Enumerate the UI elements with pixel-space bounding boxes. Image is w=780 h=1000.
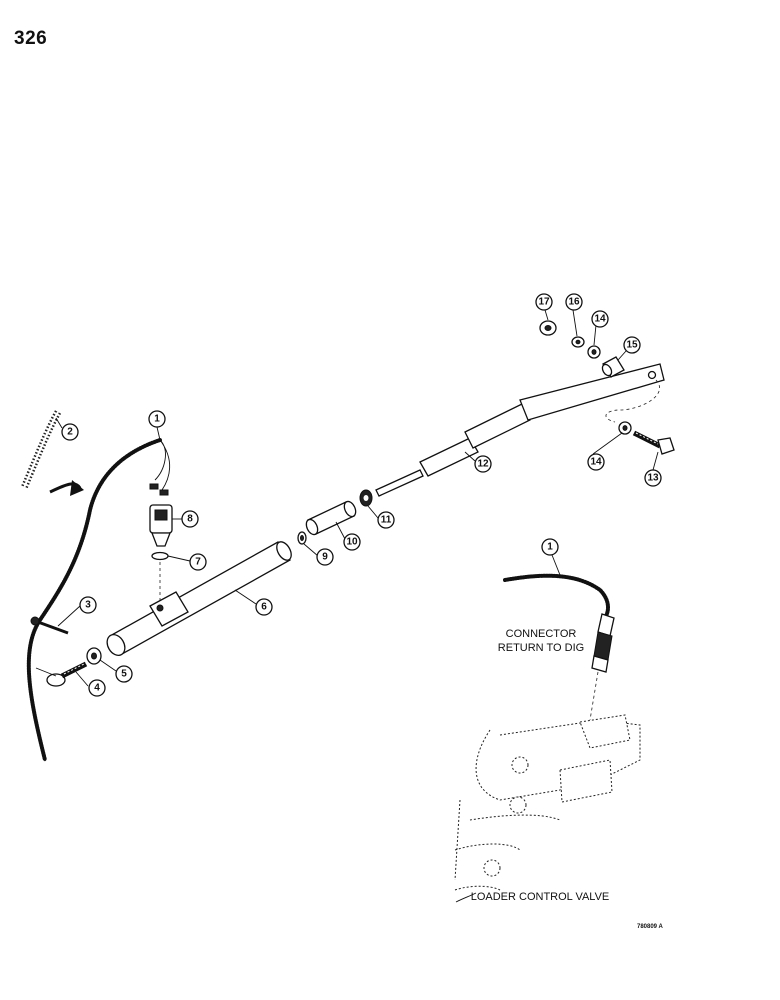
wire-harness-right	[503, 573, 610, 618]
callout-number: 1	[154, 414, 160, 425]
callout-number: 1	[547, 542, 553, 553]
callout-13: 13	[644, 469, 662, 487]
callout-8: 8	[181, 510, 199, 528]
loader-control-valve	[454, 714, 641, 891]
callout-4: 4	[88, 679, 106, 697]
o-ring	[151, 551, 169, 561]
callout-number: 16	[568, 297, 580, 308]
tube	[106, 541, 292, 656]
callout-number: 14	[590, 457, 602, 468]
washer-14-lower	[618, 421, 632, 435]
callout-14-upper: 14	[591, 310, 609, 328]
connector-label-line2: RETURN TO DIG	[498, 642, 584, 654]
callout-number: 13	[647, 473, 659, 484]
callout-14-lower: 14	[587, 453, 605, 471]
callout-number: 15	[626, 340, 638, 351]
wire-harness	[26, 438, 171, 762]
callout-number: 3	[85, 600, 91, 611]
callout-number: 17	[538, 297, 550, 308]
page-number: 326	[14, 28, 48, 49]
callout-leaders	[55, 309, 659, 687]
reference-code: 780809 A	[637, 924, 663, 930]
connector-label-line1: CONNECTOR	[506, 628, 577, 640]
callout-12: 12	[474, 455, 492, 473]
callout-number: 6	[261, 602, 267, 613]
callout-number: 14	[594, 314, 606, 325]
callout-2: 2	[61, 423, 79, 441]
switch	[149, 504, 173, 547]
sleeve	[305, 500, 357, 536]
callout-number: 4	[94, 683, 100, 694]
lock-washer	[571, 336, 585, 348]
conduit	[20, 410, 84, 496]
eye-bolt	[46, 661, 88, 687]
callout-5: 5	[115, 665, 133, 683]
callout-number: 11	[381, 515, 392, 526]
callout-3: 3	[79, 596, 97, 614]
callout-number: 8	[187, 514, 193, 525]
callout-15: 15	[623, 336, 641, 354]
callout-number: 7	[195, 557, 201, 568]
valve-label: LOADER CONTROL VALVE	[471, 891, 610, 903]
nut-17	[539, 320, 557, 336]
callout-7: 7	[189, 553, 207, 571]
callout-number: 12	[477, 459, 489, 470]
callout-number: 10	[346, 537, 358, 548]
nut-11	[359, 489, 373, 507]
callout-1-top: 1	[148, 410, 166, 428]
bolt-3	[30, 616, 69, 635]
washer-14-upper	[587, 345, 601, 359]
callout-16: 16	[565, 293, 583, 311]
washer-9	[297, 531, 307, 545]
callout-9: 9	[316, 548, 334, 566]
callout-1-lower: 1	[541, 538, 559, 556]
rod-lever	[375, 363, 665, 497]
callout-17: 17	[535, 293, 553, 311]
callout-10: 10	[343, 533, 361, 551]
connector-plug	[591, 613, 615, 673]
bolt-13	[632, 430, 675, 455]
spacer	[601, 356, 625, 378]
callout-number: 5	[121, 669, 127, 680]
callout-number: 9	[322, 552, 328, 563]
callout-6: 6	[255, 598, 273, 616]
callout-number: 2	[67, 427, 73, 438]
callout-11: 11	[377, 511, 395, 529]
nut-5	[86, 647, 102, 665]
